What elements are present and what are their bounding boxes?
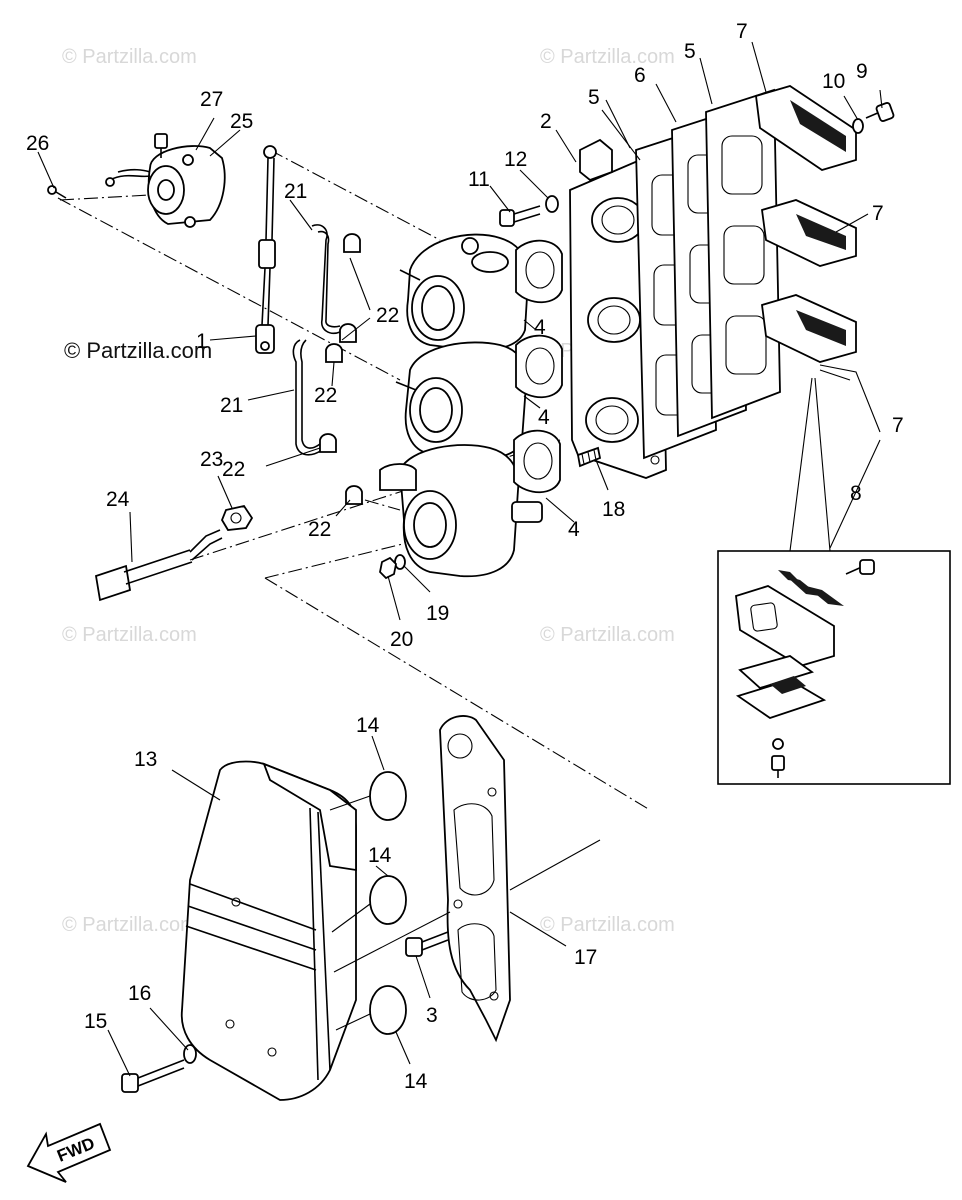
- watermark: © Partzilla.com: [540, 914, 675, 936]
- callout-22: 22: [308, 518, 331, 541]
- callout-22: 22: [376, 304, 399, 327]
- callout-11: 11: [468, 168, 490, 191]
- part-26-pin: [47, 185, 67, 199]
- callout-14: 14: [368, 844, 392, 867]
- callout-4: 4: [534, 316, 546, 339]
- part-8-reed-valve-detail: [717, 377, 951, 785]
- callout-7: 7: [736, 20, 748, 43]
- callout-14: 14: [356, 714, 380, 737]
- part-24-choke-rod: [94, 529, 223, 602]
- part-4-gasket: [513, 429, 561, 494]
- part-22-clip: [325, 343, 343, 363]
- callout-22: 22: [314, 384, 337, 407]
- callout-4: 4: [568, 518, 580, 541]
- watermark: © Partzilla.com: [62, 46, 197, 68]
- callout-20: 20: [390, 628, 413, 651]
- part-10-washer: [852, 118, 864, 134]
- part-15-bolt: [121, 1059, 185, 1093]
- callout-3: 3: [426, 1004, 438, 1027]
- callout-5: 5: [588, 86, 600, 109]
- callout-1: 1: [196, 330, 208, 353]
- callout-15: 15: [84, 1010, 107, 1033]
- part-22-clip: [319, 433, 337, 453]
- part-5-gasket: [705, 88, 781, 420]
- part-3-bolt: [405, 931, 449, 957]
- callout-8: 8: [850, 482, 862, 505]
- part-19-washer: [394, 554, 406, 570]
- part-22-clip: [345, 485, 363, 505]
- watermark: © Partzilla.com: [62, 914, 197, 936]
- part-12-washer: [545, 195, 559, 213]
- watermark-main: © Partzilla.com: [64, 338, 213, 363]
- part-18-stud: [576, 446, 602, 468]
- callout-12: 12: [504, 148, 527, 171]
- callout-19: 19: [426, 602, 449, 625]
- part-20-nut: [379, 556, 397, 580]
- part-25-solenoid: [105, 145, 226, 228]
- callout-10: 10: [822, 70, 845, 93]
- part-17-gasket: [439, 715, 511, 1043]
- part-14-gasket: [369, 771, 407, 821]
- callout-17: 17: [574, 946, 597, 969]
- part-14-gasket: [369, 875, 407, 925]
- part-7-reed-valve: [761, 199, 857, 267]
- part-27-bolt: [154, 133, 168, 158]
- part-14-gasket: [369, 985, 407, 1035]
- callout-14: 14: [404, 1070, 428, 1093]
- part-22-clip: [339, 323, 357, 343]
- callout-25: 25: [230, 110, 253, 133]
- carburetor-assembly: [379, 233, 543, 578]
- part-13-silencer-cover: [180, 760, 357, 1101]
- part-22-clip: [343, 233, 361, 253]
- watermark: © Partzilla.com: [540, 46, 675, 68]
- callout-22: 22: [222, 458, 245, 481]
- callout-23: 23: [200, 448, 223, 471]
- part-4-gasket: [515, 334, 563, 399]
- callout-18: 18: [602, 498, 625, 521]
- part-11-bolt: [499, 205, 541, 227]
- callout-24: 24: [106, 488, 130, 511]
- part-7-reed-valve: [755, 85, 857, 171]
- callout-7: 7: [892, 414, 904, 437]
- callout-13: 13: [134, 748, 157, 771]
- fwd-arrow-icon: FWD: [26, 1122, 112, 1183]
- watermark: © Partzilla.com: [62, 624, 197, 646]
- callout-2: 2: [540, 110, 552, 133]
- callout-27: 27: [200, 88, 223, 111]
- part-1-link-rod: [255, 145, 277, 354]
- part-23-clip: [220, 504, 254, 531]
- callout-6: 6: [634, 64, 646, 87]
- callout-21: 21: [220, 394, 243, 417]
- part-7-reed-valve: [761, 294, 857, 363]
- watermark: © Partzilla.com: [540, 624, 675, 646]
- callout-7: 7: [872, 202, 884, 225]
- callout-26: 26: [26, 132, 49, 155]
- callout-4: 4: [538, 406, 550, 429]
- part-4-gasket: [515, 239, 563, 304]
- part-21-hose-lower: [292, 339, 323, 456]
- part-9-screw: [865, 102, 895, 122]
- callout-21: 21: [284, 180, 307, 203]
- callout-16: 16: [128, 982, 151, 1005]
- callout-9: 9: [856, 60, 868, 83]
- callout-5: 5: [684, 40, 696, 63]
- part-21-hose-upper: [311, 224, 341, 335]
